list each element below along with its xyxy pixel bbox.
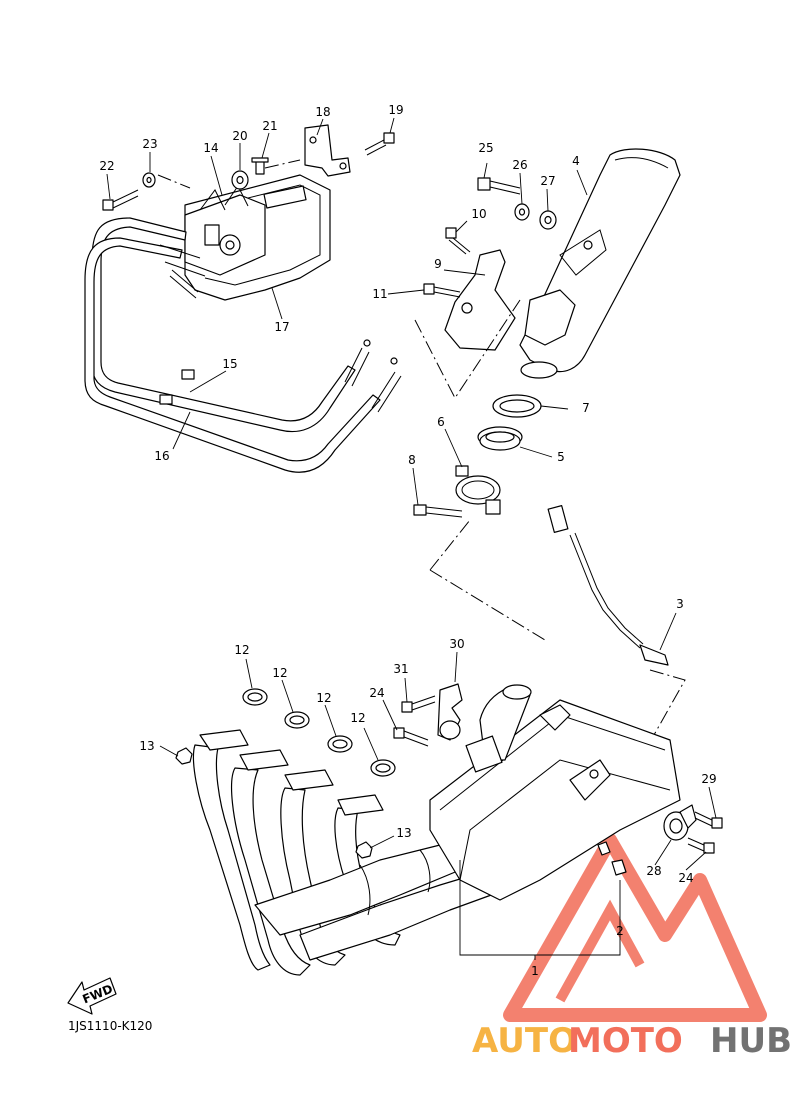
callout-3: 3 [676,597,684,611]
callout-8: 8 [408,453,416,467]
callout-13a: 13 [139,739,154,753]
callout-12c: 12 [316,691,331,705]
collar-27 [539,210,557,230]
guide-line-top [157,159,301,189]
watermark-text: AUTO MOTO HUB [472,1021,792,1061]
callout-27: 27 [540,174,555,188]
callout-24b: 24 [678,871,693,885]
plug-2 [597,841,627,876]
bracket-line-1 [459,860,621,956]
o2-sensor-3 [547,504,686,743]
bolt-22 [102,189,139,211]
callout-29: 29 [701,772,716,786]
watermark-auto: AUTO [472,1021,577,1061]
callout-12d: 12 [350,711,365,725]
grommet-20 [231,170,249,190]
callout-25: 25 [478,141,493,155]
watermark-moto: MOTO [568,1021,683,1061]
callout-5: 5 [557,450,565,464]
callout-19: 19 [388,103,403,117]
watermark-hub: HUB [710,1021,792,1061]
callout-6: 6 [437,415,445,429]
callout-4: 4 [572,154,580,168]
callout-24a: 24 [369,686,384,700]
watermark-logo [503,833,767,1022]
muffler-4 [519,148,681,379]
callout-23: 23 [142,137,157,151]
bolt-19 [364,132,395,156]
callout-7: 7 [582,401,590,415]
callout-30: 30 [449,637,464,651]
gasket-7 [492,394,542,418]
callout-13b: 13 [396,826,411,840]
leader-lines [106,117,717,960]
bracket-18 [304,124,351,177]
fwd-arrow: FWD [67,977,117,1015]
damper-30 [437,683,463,741]
gaskets-12 [242,688,396,777]
callout-14: 14 [203,141,218,155]
bolt-11 [423,283,461,298]
bolt-10 [445,227,471,255]
bolt-8 [413,504,463,518]
bolt-24-left [393,727,429,747]
callout-11: 11 [372,287,387,301]
callout-9: 9 [434,257,442,271]
sensor-28 [663,804,697,841]
callout-22: 22 [99,159,114,173]
callout-21: 21 [262,119,277,133]
nuts-13 [175,747,373,859]
callout-31: 31 [393,662,408,676]
callout-17: 17 [274,320,289,334]
exup-servo-motor [184,185,266,276]
callout-labels: 1 2 3 4 5 6 7 8 9 10 11 12 12 12 12 13 1… [99,103,716,978]
bolt-25 [477,177,521,195]
clamp-6 [455,465,501,515]
callout-28: 28 [646,864,661,878]
gasket-5 [477,426,523,451]
exhaust-header-pipes [192,729,401,976]
collar-21 [251,157,269,175]
catalog-code: 1JS1110-K120 [68,1019,152,1033]
callout-26: 26 [512,158,527,172]
callout-16: 16 [154,449,169,463]
callout-20: 20 [232,129,247,143]
callout-1: 1 [531,964,539,978]
callout-12a: 12 [234,643,249,657]
exup-cables [84,217,402,473]
callout-10: 10 [471,207,486,221]
washer-23 [142,172,156,188]
bolts-29-24 [687,811,723,854]
callout-15: 15 [222,357,237,371]
guide-line-muffler [414,299,546,641]
muffler-body [429,684,681,901]
callout-18: 18 [315,105,330,119]
callout-12b: 12 [272,666,287,680]
callout-2: 2 [616,924,624,938]
heat-guard-9 [444,249,516,351]
washer-26 [514,203,530,221]
